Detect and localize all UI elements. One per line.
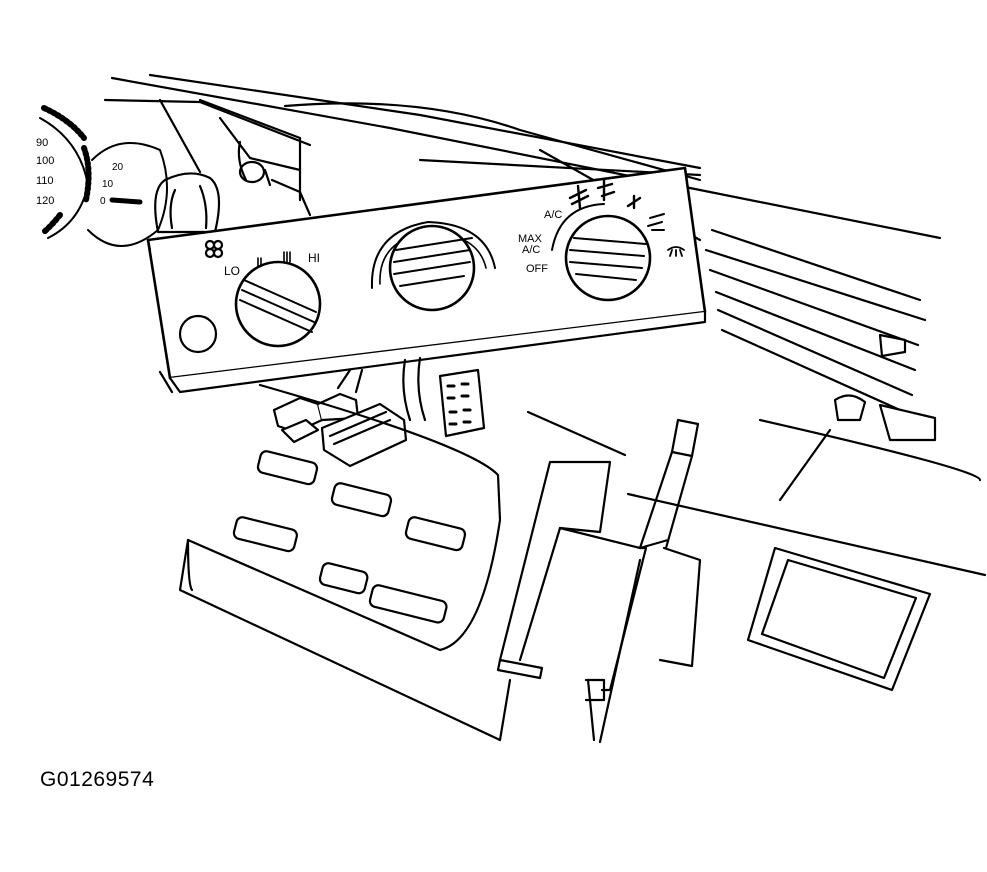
speed-label-90: 90 [36, 137, 48, 149]
dash-slot-1 [256, 450, 319, 486]
defrost-icon [667, 246, 685, 257]
gauge-label-0: 0 [100, 196, 106, 207]
dash-slot-3 [404, 516, 467, 552]
speed-label-120: 120 [36, 195, 54, 207]
vent-louvers [704, 228, 937, 442]
vent-icon [568, 184, 590, 210]
blend-icon [647, 213, 665, 231]
fan-speed-hi-label: HI [308, 251, 320, 265]
connector-main [320, 402, 408, 468]
mode-selector-knob[interactable] [551, 203, 652, 302]
fan-speed-lo-label: LO [224, 264, 240, 278]
ac-label: A/C [544, 209, 562, 221]
gauge-label-20: 20 [112, 162, 124, 173]
recirc-button[interactable] [178, 314, 218, 354]
dash-slot-6 [368, 584, 448, 624]
floor-icon [626, 194, 642, 210]
wiring-connectors [272, 356, 486, 468]
dash-slot-5 [318, 562, 369, 595]
connector-left [272, 392, 360, 444]
dash-slot-2 [330, 482, 393, 518]
speedometer-gauge: 90 100 110 120 20 10 0 [36, 105, 168, 247]
lower-dash-panel [178, 383, 987, 742]
fan-speed-knob[interactable] [234, 260, 322, 348]
hvac-control-panel: LO HI MAX A/C A/C OFF [146, 166, 707, 394]
fan-icon [204, 239, 224, 259]
temperature-knob[interactable] [370, 221, 496, 312]
radio-opening [746, 546, 932, 692]
max-ac-label: MAX [518, 233, 543, 245]
dash-slot-4 [232, 516, 298, 553]
speed-label-100: 100 [36, 155, 54, 167]
gauge-label-10: 10 [102, 179, 114, 190]
bilevel-icon [596, 178, 616, 202]
mounting-bracket [154, 98, 312, 234]
connector-block [438, 368, 486, 438]
max-ac-sub-label: A/C [522, 244, 540, 256]
figure-id-label: G01269574 [40, 768, 155, 791]
mounting-rails [496, 418, 702, 744]
speed-label-110: 110 [36, 175, 54, 187]
off-label: OFF [526, 263, 548, 275]
